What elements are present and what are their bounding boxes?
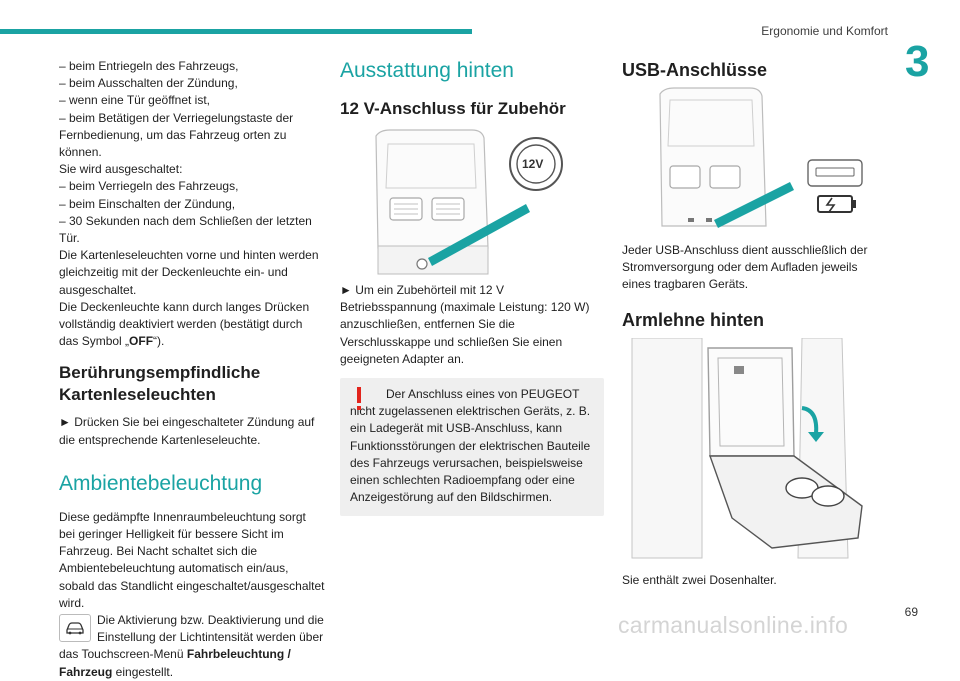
watermark: carmanualsonline.info (618, 612, 849, 638)
chapter-number: 3 (905, 37, 930, 86)
car-lighting-icon (59, 614, 91, 643)
text-line: – wenn eine Tür geöffnet ist, (59, 93, 210, 108)
text-line: – beim Einschalten der Zündung, (59, 196, 236, 211)
touch-lights-heading: Berührungsempfindliche Kartenleseleuchte… (59, 363, 261, 405)
running-title: Ergonomie und Komfort (761, 24, 888, 38)
header-accent-bar (0, 29, 472, 34)
text-line: Die Deckenleuchte kann durch langes Drüc… (59, 299, 310, 349)
socket-text: ► Um ein Zubehörteil mit 12 V Betriebssp… (340, 283, 590, 366)
ambient-heading: Ambientebeleuchtung (59, 471, 263, 495)
usb-illustration (622, 86, 888, 236)
socket-heading: 12 V-Anschluss für Zubehör (340, 99, 566, 118)
text-line: – beim Entriegeln des Fahrzeugs, (59, 59, 239, 73)
warning-box: Der Anschluss eines von PEUGEOT nicht zu… (340, 378, 604, 517)
column-right: USB-Anschlüsse Jeder USB-Anschluss dient… (622, 58, 888, 589)
ambient-text: Diese gedämpfte Innenraumbeleuchtung sor… (59, 509, 325, 610)
section-heading: Ausstattung hinten (340, 59, 514, 82)
off-symbol: OFF (129, 334, 154, 349)
socket-illustration: 12V (340, 128, 604, 278)
text-line: Die Kartenleseleuchten vorne und hinten … (59, 248, 319, 297)
text-line: – beim Betätigen der Verriegelungstaste … (59, 110, 294, 160)
page-number: 69 (904, 605, 918, 619)
armrest-text: Sie enthält zwei Dosenhalter. (622, 572, 777, 587)
usb-heading: USB-Anschlüsse (622, 60, 768, 80)
socket-label: 12V (522, 157, 544, 171)
text-line: – beim Ausschalten der Zündung, (59, 76, 238, 91)
text-line: Sie wird ausgeschaltet: (59, 162, 183, 177)
touch-lights-text: ► Drücken Sie bei eingeschalteter Zündun… (59, 415, 315, 447)
armrest-illustration (622, 337, 888, 568)
warning-text: Der Anschluss eines von PEUGEOT nicht zu… (350, 387, 591, 505)
warning-icon (357, 387, 361, 411)
usb-text: Jeder USB-Anschluss dient ausschließlich… (622, 243, 868, 292)
text-line: – 30 Sekunden nach dem Schließen der let… (59, 213, 312, 246)
column-left: – beim Entriegeln des Fahrzeugs, – beim … (59, 58, 325, 681)
ambient-setting-text: Die Aktivierung bzw. Deaktivierung und d… (59, 613, 324, 679)
armrest-heading: Armlehne hinten (622, 309, 765, 330)
column-middle: Ausstattung hinten 12 V-Anschluss für Zu… (340, 58, 604, 517)
text-line: – beim Verriegeln des Fahrzeugs, (59, 179, 239, 194)
